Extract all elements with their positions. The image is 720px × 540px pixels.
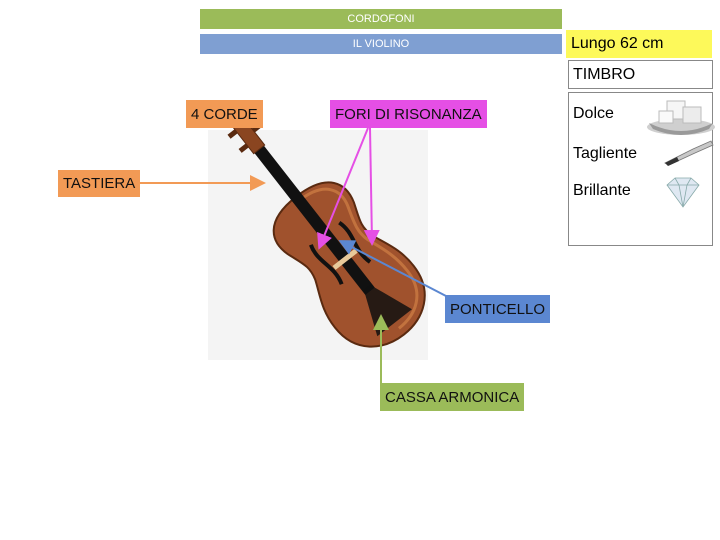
timbre-item-tagliente: Tagliente — [573, 145, 638, 162]
label-bridge: PONTICELLO — [445, 295, 551, 323]
timbre-item-dolce: Dolce — [573, 105, 614, 122]
sound-hole-arrow-left — [317, 127, 369, 250]
label-body: CASSA ARMONICA — [380, 383, 525, 411]
timbre-heading: TIMBRO — [568, 60, 713, 89]
instrument-title: IL VIOLINO — [352, 38, 410, 50]
sugar-cubes-icon — [647, 100, 715, 135]
instrument-title-bar: IL VIOLINO — [200, 34, 562, 54]
label-sound-holes: FORI DI RISONANZA — [330, 100, 487, 128]
knife-icon — [664, 140, 714, 166]
section-title-bar: CORDOFONI — [200, 9, 562, 29]
sound-hole-arrow-right — [363, 127, 380, 246]
label-strings: 4 CORDE — [186, 100, 263, 128]
label-fingerboard: TASTIERA — [58, 170, 141, 197]
length-note: Lungo 62 cm — [566, 30, 712, 58]
bridge-arrow — [338, 240, 447, 297]
section-title: CORDOFONI — [347, 13, 415, 25]
timbre-list: Dolce Tagliente Brillante — [568, 92, 715, 246]
diamond-icon — [666, 177, 700, 208]
timbre-item-brillante: Brillante — [573, 182, 631, 199]
